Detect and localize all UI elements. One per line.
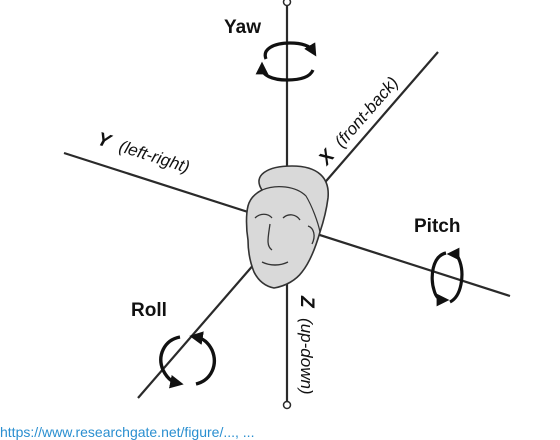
svg-text:Y (left-right): Y (left-right) [94,129,192,178]
y-axis-desc: (left-right) [117,137,192,177]
head-icon [245,165,329,289]
z-axis-top-end [282,0,292,7]
roll-rotation-icon [159,331,216,389]
yaw-rotation-icon [255,41,317,82]
z-axis-desc: (up-down) [297,318,316,395]
z-axis-label-group: Z (up-down) [296,295,317,395]
pitch-rotation-icon [430,247,464,307]
roll-label: Roll [131,300,167,321]
z-axis-name: Z [296,295,317,309]
x-axis-desc: (front-back) [331,73,402,151]
x-axis-name: X [314,145,340,170]
svg-text:Z (up-down): Z (up-down) [296,295,317,395]
x-axis-label-group: X (front-back) [314,72,403,170]
yaw-label: Yaw [224,17,261,38]
z-axis-bottom-end [282,400,292,410]
y-axis-name: Y [94,129,115,154]
source-link[interactable]: https://www.researchgate.net/figure/...,… [0,424,254,440]
pitch-label: Pitch [414,216,460,237]
y-axis-label-group: Y (left-right) [94,129,192,178]
svg-text:X (front-back): X (front-back) [314,72,403,170]
